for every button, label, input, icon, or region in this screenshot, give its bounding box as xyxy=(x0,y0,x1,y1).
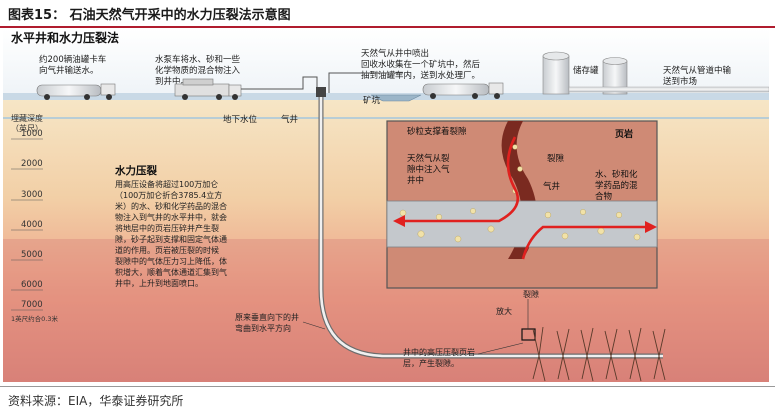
pump-note: 水泵车将水、砂和一些 化学物质的混合物注入 到井中。 xyxy=(155,54,243,87)
mixture-flow-arrow xyxy=(521,225,651,260)
inset-mixture-label: 水、砂和化 学药品的混 合物 xyxy=(595,169,640,202)
gas-flow-arrow xyxy=(399,136,520,223)
depth-tick-2000: 2000 xyxy=(21,159,43,169)
fracking-diagram: 水平井和水力压裂法 约200辆油罐卡车 向气井输送水。 水泵车将水、砂和一些 化… xyxy=(3,29,769,382)
gas-recovery-note: 天然气从井中喷出 回收水收集在一个矿坑中，然后 抽到油罐车内，送到水处理厂。 xyxy=(361,48,483,81)
high-pressure-note: 井中的高压压裂页岩 层，产生裂隙。 xyxy=(403,347,478,368)
inset-proppant-label: 砂粒支撑着裂隙 xyxy=(407,126,467,137)
depth-tick-1000: 1000 xyxy=(21,129,43,139)
inset-shale-label: 页岩 xyxy=(615,128,633,140)
inset-well-label: 气井 xyxy=(543,181,560,192)
source-rule xyxy=(0,386,775,387)
depth-unit-note: 1英尺约合0.3米 xyxy=(11,314,58,323)
depth-tick-6000: 6000 xyxy=(21,280,43,290)
title-rule xyxy=(0,26,775,28)
inset-well-pipe xyxy=(386,200,658,248)
pump-truck xyxy=(174,78,242,100)
depth-tick-5000: 5000 xyxy=(21,250,43,260)
gas-well-label: 气井 xyxy=(281,114,298,125)
figure-title: 图表15： 石油天然气开采中的水力压裂法示意图 xyxy=(8,8,291,23)
fracking-body: 用高压设备将超过100万加仑 （100万加仑折合3785.4立方 米）的水、砂和… xyxy=(115,179,230,288)
turn-note: 原来垂直向下的井 弯曲到水平方向 xyxy=(235,312,302,333)
fracture-label: 裂隙 xyxy=(523,289,539,299)
market-pipeline xyxy=(568,86,769,93)
tanker-truck-1 xyxy=(36,83,116,100)
depth-title: 埋藏深度 （英尺） xyxy=(11,113,46,133)
trucks-note: 约200辆油罐卡车 向气井输送水。 xyxy=(39,54,109,76)
source-note: 资料来源：EIA，华泰证券研究所 xyxy=(8,394,184,408)
depth-tick-7000: 7000 xyxy=(21,300,43,310)
depth-tick-3000: 3000 xyxy=(21,190,43,200)
water-table-label: 地下水位 xyxy=(223,114,258,125)
inset-gas-flow-label: 天然气从裂 隙中注入气 井中 xyxy=(407,153,452,186)
wellhead xyxy=(316,87,326,97)
diagram-heading: 水平井和水力压裂法 xyxy=(11,30,119,45)
return-hose xyxy=(328,72,403,93)
inset-sand-grains xyxy=(399,144,641,243)
magnify-marker xyxy=(521,328,536,341)
water-table-line xyxy=(3,117,769,119)
pit-shape xyxy=(370,94,422,102)
inset-magnified-view: 砂粒支撑着裂隙 页岩 天然气从裂 隙中注入气 井中 裂隙 气井 水、砂和化 学药… xyxy=(386,120,658,289)
tanker-truck-2 xyxy=(422,82,504,99)
fracture-fans xyxy=(532,326,666,382)
inset-fracture-label: 裂隙 xyxy=(547,153,565,164)
depth-tick-4000: 4000 xyxy=(21,220,43,230)
depth-tick-marks xyxy=(11,138,43,311)
fracking-title: 水力压裂 xyxy=(114,164,157,177)
storage-tank-label: 储存罐 xyxy=(573,65,599,76)
pit-label: 矿坑 xyxy=(363,95,381,106)
pipeline-note: 天然气从管道中输 送到市场 xyxy=(663,65,734,87)
magnified-label: 放大 xyxy=(496,306,512,316)
injection-hose xyxy=(241,76,318,93)
depth-ticks: 1000 2000 3000 4000 5000 6000 7000 xyxy=(21,129,43,310)
well-bore-inner xyxy=(319,97,663,358)
